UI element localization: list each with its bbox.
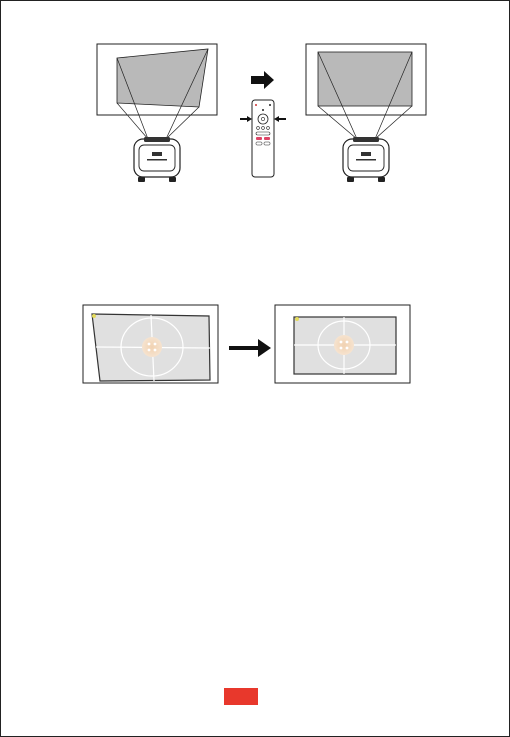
keystone-after <box>306 44 426 182</box>
corrected-image <box>318 52 412 106</box>
test-pattern-before <box>83 305 218 383</box>
projector-icon <box>343 137 389 182</box>
keystone-figure <box>0 0 510 200</box>
arrow-right-icon <box>251 71 274 89</box>
test-pattern-after <box>275 305 410 383</box>
projector-icon <box>134 137 180 182</box>
keystone-before <box>97 44 217 182</box>
arrow-right-icon <box>229 339 271 357</box>
page-number-badge <box>224 688 258 705</box>
remote-control-icon <box>240 100 286 177</box>
test-pattern-figure <box>0 295 510 395</box>
